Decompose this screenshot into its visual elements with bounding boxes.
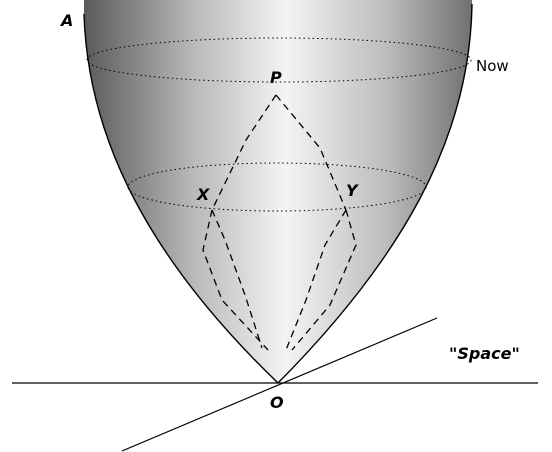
label-y: Y [346, 181, 359, 200]
label-space: "Space" [449, 344, 520, 363]
label-a: A [59, 11, 73, 30]
label-p: P [270, 68, 282, 87]
label-x: X [196, 185, 210, 204]
label-o: O [270, 393, 284, 412]
label-now: Now [476, 57, 509, 75]
cone-surface [84, 0, 472, 383]
